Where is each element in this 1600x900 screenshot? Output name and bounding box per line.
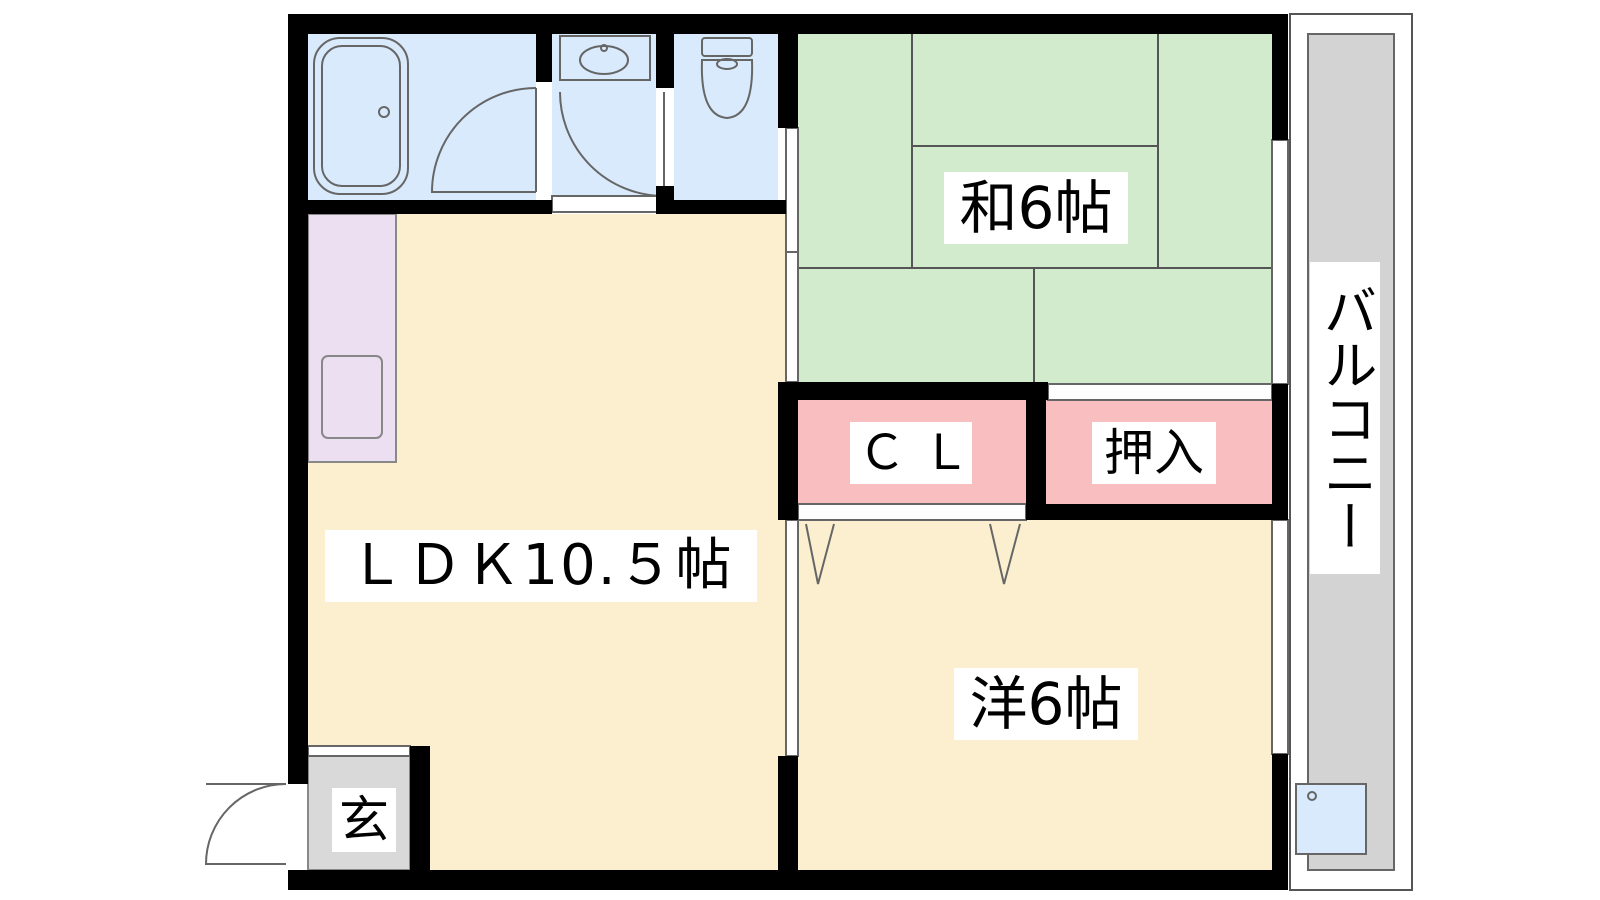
youshitsu-label: 洋6帖 — [954, 668, 1138, 740]
washroom-floor — [552, 34, 656, 212]
door-swings — [204, 87, 1021, 865]
genkan-label: 玄 — [332, 788, 396, 852]
toilet-icon — [700, 37, 754, 120]
tatami-lines — [798, 34, 1272, 384]
walls — [288, 14, 1288, 890]
ldk-label: ＬＤＫ10.５帖 — [325, 530, 757, 602]
oshiire-label: 押入 — [1092, 422, 1216, 484]
bathroom-floor — [308, 34, 536, 200]
bathtub-icon — [313, 37, 409, 195]
washitsu-label: 和6帖 — [944, 172, 1128, 244]
balcony-label: バルコニー — [1310, 262, 1380, 574]
sink-icon — [321, 355, 383, 439]
closet-label: ＣＬ — [850, 422, 972, 484]
washbasin-icon — [559, 35, 651, 81]
washing-machine-icon — [1295, 783, 1367, 855]
